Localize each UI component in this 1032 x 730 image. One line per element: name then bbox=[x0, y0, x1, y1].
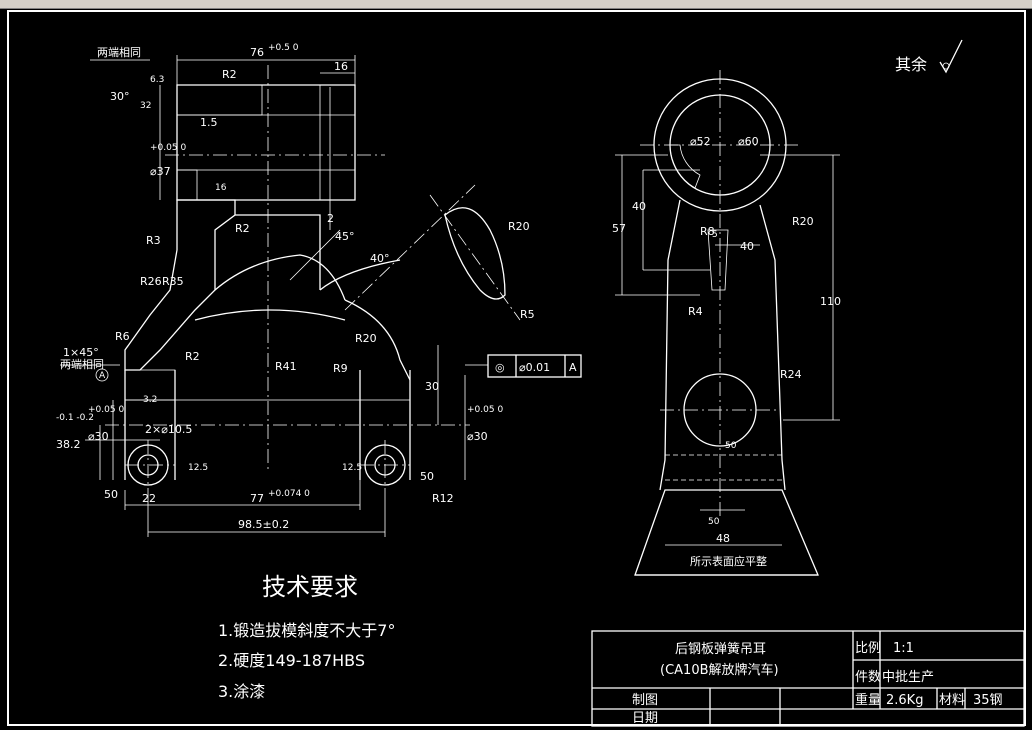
dim-16: 16 bbox=[334, 60, 348, 73]
r41: R41 bbox=[275, 360, 297, 373]
drawn-label: 制图 bbox=[632, 693, 658, 708]
dim-50-right: 50 bbox=[420, 470, 434, 483]
tol-symbol: ◎ bbox=[495, 361, 505, 374]
r6: R6 bbox=[115, 330, 130, 343]
r2-top: R2 bbox=[222, 68, 237, 81]
dim-98-5: 98.5±0.2 bbox=[238, 518, 289, 531]
r9: R9 bbox=[333, 362, 348, 375]
dim-50-a: 50 bbox=[725, 441, 737, 451]
dim-76-tol: +0.5 0 bbox=[268, 43, 299, 53]
vehicle-name: (CA10B解放牌汽车) bbox=[660, 662, 779, 678]
dim-57: 57 bbox=[612, 222, 626, 235]
dia-37: ⌀37 bbox=[150, 165, 171, 178]
dim-50-left: 50 bbox=[104, 488, 118, 501]
dim-38-2: 38.2 bbox=[56, 438, 81, 451]
roughness-symbol bbox=[939, 39, 963, 74]
right-view bbox=[634, 70, 819, 576]
dia-30-right: ⌀30 bbox=[467, 430, 488, 443]
scale-label: 比例 bbox=[855, 641, 881, 656]
dia-30-tol-right: +0.05 0 bbox=[467, 405, 503, 415]
dim-2: 2 bbox=[327, 212, 334, 225]
material-value: 35钢 bbox=[973, 693, 1003, 708]
angle-45: 45° bbox=[335, 230, 355, 243]
qty-value: 中批生产 bbox=[882, 670, 934, 685]
dim-48: 48 bbox=[716, 532, 730, 545]
r8: R8 bbox=[700, 225, 715, 238]
dim-6-3-top: 6.3 bbox=[150, 75, 164, 85]
r12: R12 bbox=[432, 492, 454, 505]
title-block bbox=[591, 630, 1025, 727]
dia-30-tol-left: +0.05 0 bbox=[88, 405, 124, 415]
r4: R4 bbox=[688, 305, 703, 318]
dim-3-2: 3.2 bbox=[143, 395, 157, 405]
drawing-border bbox=[7, 10, 1026, 726]
datum-a: A bbox=[99, 371, 106, 381]
r5: R5 bbox=[520, 308, 535, 321]
dim-50-b: 50 bbox=[708, 517, 720, 527]
weight-value: 2.6Kg bbox=[886, 693, 923, 708]
r20-right: R20 bbox=[792, 215, 814, 228]
date-label: 日期 bbox=[632, 711, 658, 726]
dia-37-tol: +0.05 0 bbox=[150, 143, 186, 153]
r20-section: R20 bbox=[508, 220, 530, 233]
weight-label: 重量 bbox=[855, 692, 881, 708]
dim-76: 76 bbox=[250, 46, 264, 59]
dim-110: 110 bbox=[820, 295, 841, 308]
tech-item-1: 1.锻造拔模斜度不大于7° bbox=[218, 621, 395, 640]
r26: R26 bbox=[140, 275, 162, 288]
dim-77-tol: +0.074 0 bbox=[268, 489, 310, 499]
tol-datum: A bbox=[569, 361, 577, 374]
part-name: 后钢板弹簧吊耳 bbox=[675, 641, 766, 657]
both-ends-same-2: 两端相同 bbox=[60, 358, 104, 371]
angle-40: 40° bbox=[370, 252, 390, 265]
chamfer: 1×45° bbox=[63, 346, 99, 359]
dim-16b: 16 bbox=[215, 183, 227, 193]
dim-30-v: 30 bbox=[425, 380, 439, 393]
dim-38-tol: -0.1 -0.2 bbox=[56, 413, 94, 423]
r35: R35 bbox=[162, 275, 184, 288]
tech-item-2: 2.硬度149-187HBS bbox=[218, 651, 365, 670]
angle-30: 30° bbox=[110, 90, 130, 103]
r24: R24 bbox=[780, 368, 802, 381]
tech-item-3: 3.涂漆 bbox=[218, 682, 265, 701]
right-dims bbox=[615, 154, 840, 546]
r2-mid: R2 bbox=[235, 222, 250, 235]
r2-low: R2 bbox=[185, 350, 200, 363]
dim-32: 32 bbox=[140, 101, 151, 111]
boss-hatch-bottom bbox=[176, 169, 198, 201]
r20-low: R20 bbox=[355, 332, 377, 345]
r3: R3 bbox=[146, 234, 161, 247]
dia-60: ⌀60 bbox=[738, 135, 759, 148]
dim-77: 77 bbox=[250, 492, 264, 505]
base-note: 所示表面应平整 bbox=[690, 554, 767, 568]
dim-12-5-b: 12.5 bbox=[342, 463, 362, 473]
holes-2x10-5: 2×⌀10.5 bbox=[145, 423, 192, 436]
material-label: 材料 bbox=[939, 693, 965, 708]
neck-hatch bbox=[124, 199, 236, 371]
dim-1-5: 1.5 bbox=[200, 116, 218, 129]
window-top-strip bbox=[0, 0, 1032, 9]
datum-a-circle bbox=[95, 368, 109, 382]
tech-title: 技术要求 bbox=[262, 573, 358, 601]
dim-40-h: 40 bbox=[740, 240, 754, 253]
left-dims bbox=[60, 55, 488, 537]
roughness-note: 其余 bbox=[895, 55, 927, 74]
left-view bbox=[105, 65, 521, 490]
both-ends-same: 两端相同 bbox=[97, 46, 141, 59]
dim-12-5-a: 12.5 bbox=[188, 463, 208, 473]
dia-30-left: ⌀30 bbox=[88, 430, 109, 443]
dim-22: 22 bbox=[142, 492, 156, 505]
qty-label: 件数 bbox=[855, 670, 881, 685]
dim-5: 5 bbox=[712, 230, 718, 240]
boss-hatch-left bbox=[176, 84, 263, 116]
dia-52: ⌀52 bbox=[690, 135, 711, 148]
tol-value: ⌀0.01 bbox=[519, 361, 550, 374]
section-s bbox=[429, 194, 521, 321]
tolerance-frame bbox=[487, 354, 582, 378]
scale-value: 1:1 bbox=[893, 641, 914, 656]
dim-40-v: 40 bbox=[632, 200, 646, 213]
